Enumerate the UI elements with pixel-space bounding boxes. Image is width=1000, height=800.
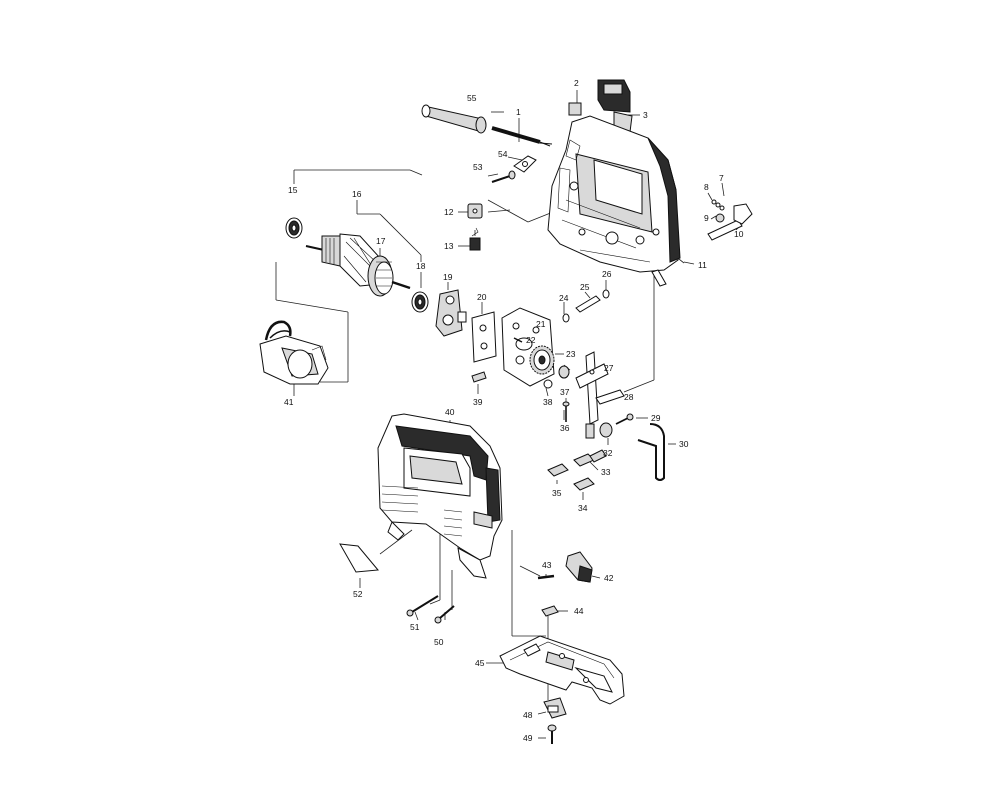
part-2-noise-filter: [568, 102, 582, 116]
part-10-lever: [707, 203, 753, 241]
label-38: 38: [543, 397, 553, 407]
part-53-sleeve: [421, 104, 487, 134]
label-15: 15: [288, 185, 298, 195]
label-13: 13: [444, 241, 454, 251]
label-51: 51: [410, 622, 420, 632]
label-9: 9: [704, 213, 709, 223]
part-38-ring: [543, 379, 553, 389]
part-19-bearing-box: [435, 289, 467, 337]
label-11: 11: [698, 260, 707, 270]
part-1-cord: [491, 126, 553, 147]
part-43-pin: [537, 574, 555, 580]
label-42: 42: [604, 573, 614, 583]
leader-lines: [275, 90, 741, 739]
label-30: 30: [679, 439, 689, 449]
part-36-screw: [562, 401, 570, 422]
part-22-pin: [513, 337, 523, 343]
label-22: 22: [526, 335, 536, 345]
label-23: 23: [566, 349, 576, 359]
label-50: 50: [434, 637, 444, 647]
label-54: 54: [498, 149, 508, 159]
label-33: 33: [601, 467, 611, 477]
label-44: 44: [574, 606, 584, 616]
label-10: 10: [734, 229, 744, 239]
label-48: 48: [523, 710, 533, 720]
label-28: 28: [624, 392, 634, 402]
label-40: 40: [445, 407, 455, 417]
label-55: 53: [473, 162, 483, 172]
label-16: 16: [352, 189, 362, 199]
part-42-lever: [565, 551, 593, 583]
label-7: 7: [719, 173, 724, 183]
part-32-roller: [599, 422, 613, 438]
part-55-screw: [491, 170, 516, 183]
label-8: 8: [704, 182, 709, 192]
label-32: 32: [603, 448, 613, 458]
part-15-ball-bearing: [285, 217, 303, 239]
label-21: 21: [536, 319, 546, 329]
part-44-square-nut: [541, 605, 559, 617]
part-40-housing: [377, 413, 503, 579]
label-52: 52: [353, 589, 363, 599]
part-23-gear: [529, 345, 555, 375]
label-25: 25: [580, 282, 590, 292]
part-13-carbon-brush: [469, 227, 481, 251]
part-45-base: [499, 635, 625, 705]
label-19: 19: [443, 272, 453, 282]
label-1: 1: [516, 107, 521, 117]
part-7-8-9-spring-and-pin: [711, 199, 725, 223]
part-16-armature: [305, 233, 411, 297]
part-39-felt: [471, 371, 487, 383]
label-24: 24: [559, 293, 569, 303]
label-26: 26: [602, 269, 612, 279]
part-35-block: [547, 463, 569, 477]
label-41: 41: [284, 397, 294, 407]
label-37: 37: [560, 387, 570, 397]
part-28-rod: [595, 389, 625, 405]
part-41-field: [259, 320, 329, 385]
part-48-clamp: [543, 697, 567, 719]
part-26-o-ring: [602, 289, 610, 299]
label-2: 2: [574, 78, 579, 88]
label-36: 36: [560, 423, 570, 433]
part-34-block: [573, 477, 595, 491]
part-24-o-ring: [562, 313, 570, 323]
label-34: 34: [578, 503, 588, 513]
label-27: 27: [604, 363, 614, 373]
part-3-switch: [597, 79, 633, 133]
label-29: 29: [651, 413, 661, 423]
part-18-ball-bearing: [411, 291, 429, 313]
part-25-rod: [575, 295, 601, 313]
part-54-strain-relief: [513, 155, 537, 173]
part-20-plate: [471, 311, 497, 363]
part-30-spring-wire: [637, 423, 665, 481]
part-50-screw: [434, 605, 455, 624]
label-39: 39: [473, 397, 483, 407]
part-49-screw: [547, 724, 557, 744]
label-20: 20: [477, 292, 487, 302]
label-17: 17: [376, 236, 386, 246]
part-27-slider: [575, 351, 609, 439]
label-12: 12: [444, 207, 454, 217]
label-45: 45: [475, 658, 485, 668]
part-12-brush-holder: [467, 203, 483, 219]
part-29-screw: [615, 413, 634, 425]
part-11-housing: [547, 115, 681, 287]
label-49: 49: [523, 733, 533, 743]
label-43: 43: [542, 560, 552, 570]
label-18: 18: [416, 261, 426, 271]
part-33-block: [573, 449, 607, 467]
part-52-blade-guard: [339, 543, 379, 573]
label-53: 55: [467, 93, 477, 103]
label-35: 35: [552, 488, 562, 498]
label-3: 3: [643, 110, 648, 120]
part-51-screw: [406, 595, 439, 617]
part-labels: 55 1 2 3 54 53 7 8 9 10 11 12 13 15 16 1…: [284, 78, 744, 743]
part-37-needle-bearing: [558, 365, 570, 379]
